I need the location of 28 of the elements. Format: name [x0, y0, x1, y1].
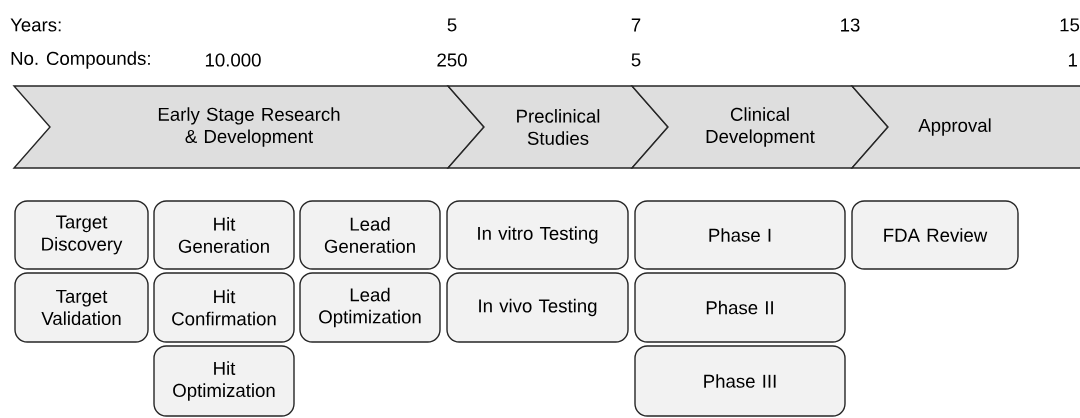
- task-box: In vitro Testing: [446, 200, 629, 270]
- task-box: In vivo Testing: [446, 272, 629, 343]
- value-label: 10.000: [205, 53, 261, 67]
- task-box: Phase I: [634, 200, 846, 270]
- task-box: Lead Optimization: [299, 272, 441, 343]
- stage-band: Approval: [850, 85, 1080, 169]
- axis-label: Years:: [10, 18, 61, 32]
- task-box: Phase III: [634, 345, 846, 417]
- task-box: FDA Review: [851, 200, 1019, 270]
- stage-band: Preclinical Studies: [446, 85, 669, 169]
- task-box: Hit Generation: [153, 200, 295, 270]
- value-label: 7: [631, 18, 641, 32]
- value-label: 5: [631, 53, 641, 67]
- axis-label: No. Compounds:: [11, 51, 150, 69]
- task-box: Hit Optimization: [153, 345, 295, 417]
- stage-band: Early Stage Research & Development: [12, 85, 485, 169]
- task-box: Target Discovery: [14, 200, 149, 270]
- value-label: 250: [437, 53, 467, 67]
- value-label: 1: [1068, 53, 1077, 67]
- value-label: 15: [1060, 18, 1080, 32]
- task-box: Target Validation: [14, 272, 149, 343]
- value-label: 5: [447, 18, 457, 32]
- task-box: Lead Generation: [299, 200, 441, 270]
- task-box: Hit Confirmation: [153, 272, 295, 343]
- value-label: 13: [841, 18, 860, 32]
- task-box: Phase II: [634, 272, 846, 343]
- stage-band: Clinical Development: [630, 85, 889, 169]
- node-label: Approval: [918, 118, 991, 136]
